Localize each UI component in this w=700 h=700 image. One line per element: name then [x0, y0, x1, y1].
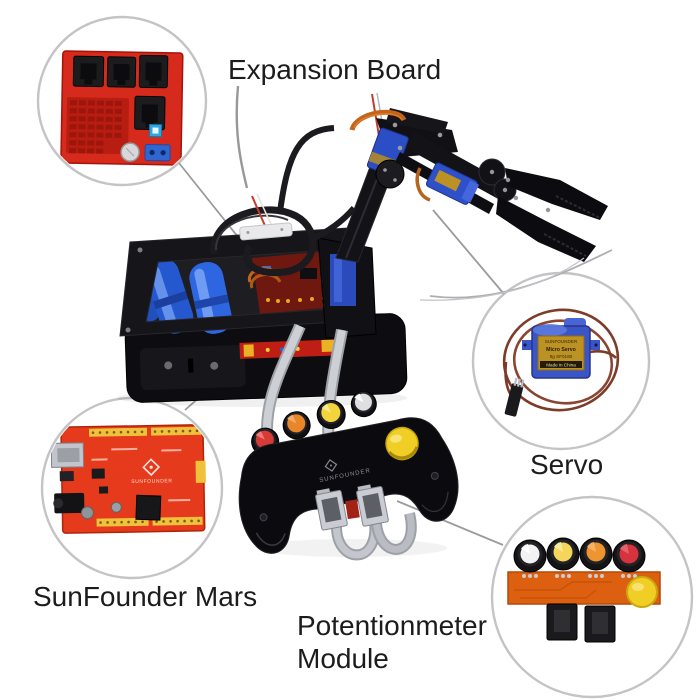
capacitor-icon	[80, 506, 94, 520]
silkscreen-dots	[91, 447, 191, 502]
servo-sticker-line2: 9g SF0180	[550, 354, 573, 359]
cables	[210, 85, 385, 277]
servo-sticker-line3: Made in China	[546, 363, 576, 368]
solder-pads	[522, 574, 637, 578]
label-sunfounder-mars: SunFounder Mars	[33, 581, 258, 612]
servo-sticker-brand: SUNFOUNDER	[545, 339, 578, 344]
label-potentiometer-module: Potentionmeter Module	[297, 609, 487, 675]
servo-connector-icon	[504, 377, 525, 417]
claw-finger-lower	[496, 196, 596, 262]
knob-white	[513, 539, 547, 573]
reset-button-icon	[59, 471, 74, 482]
controller-ribbon-loops	[330, 512, 417, 561]
expansion-board-photo	[60, 50, 184, 166]
controller-knob-yellow	[316, 400, 346, 430]
controller-logo-icon	[324, 459, 338, 472]
knob-orange	[579, 537, 613, 571]
claw-screws	[489, 169, 551, 213]
tower-servo	[330, 254, 356, 306]
pin-header-dots	[91, 429, 200, 524]
chip-icon	[91, 468, 105, 479]
knob-red	[612, 539, 646, 573]
gray-wire	[235, 85, 249, 189]
rj-jack-slots	[80, 62, 162, 128]
controller-gamepad: SUNFOUNDER	[238, 391, 459, 561]
terminal-block-icon	[144, 143, 171, 162]
pot-knobs	[513, 537, 646, 573]
pin-header-grid	[66, 97, 130, 155]
leader-line-servo	[432, 209, 505, 295]
servo-sticker-line1: Micro Servo	[546, 347, 576, 353]
orange-wire-loop	[349, 109, 407, 132]
controller-knob-white	[350, 391, 377, 418]
pcb-traces	[514, 581, 612, 599]
leader-line-potentiometer	[396, 500, 504, 546]
knob-yellow	[546, 537, 580, 571]
mcu-chip-icon	[135, 494, 162, 521]
idc-sockets	[546, 603, 616, 643]
potentiometer-module-photo	[507, 537, 661, 643]
shoulder-drum	[375, 159, 405, 189]
mars-brand-text: SUNFOUNDER	[131, 478, 172, 485]
servo-photo: SUNFOUNDER Micro Servo 9g SF0180 Made in…	[502, 308, 620, 417]
label-potentiometer-line1: Potentionmeter	[297, 610, 487, 641]
white-clamp	[239, 222, 293, 241]
apex-screws	[383, 122, 443, 182]
controller-idc-connectors	[315, 484, 389, 531]
label-potentiometer-line2: Module	[297, 643, 389, 674]
upper-arm-bar	[406, 132, 508, 200]
elbow-servo	[425, 162, 480, 205]
claw-finger-upper	[505, 168, 608, 220]
servo-body: SUNFOUNDER Micro Servo 9g SF0180 Made in…	[522, 318, 617, 379]
label-servo: Servo	[530, 449, 604, 480]
yellow-button-icon	[626, 576, 658, 608]
label-expansion-board: Expansion Board	[228, 54, 442, 85]
controller-pcb-sliver	[345, 499, 360, 520]
controller-knobs	[251, 391, 377, 456]
power-jack-icon	[54, 492, 85, 514]
sunfounder-logo-icon	[142, 458, 161, 477]
controller-screw	[259, 513, 268, 522]
sunfounder-mars-photo: SUNFOUNDER	[50, 424, 206, 534]
controller-knob-orange	[282, 411, 311, 440]
red-wire	[251, 195, 267, 229]
